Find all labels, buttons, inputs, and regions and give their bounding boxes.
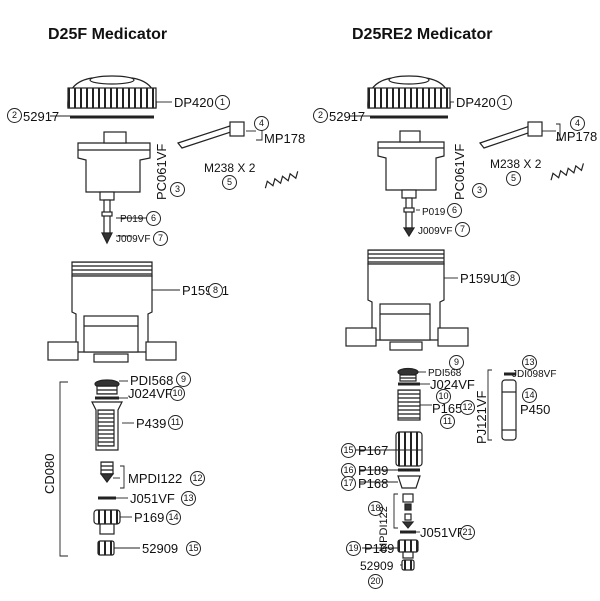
callout-1-right: 1	[497, 95, 512, 110]
callout-21: 21	[460, 525, 475, 540]
label-mp178-right: MP178	[556, 129, 598, 144]
callout-9-right: 9	[449, 355, 464, 370]
label-jdi098vf: JDI098VF	[512, 369, 557, 380]
label-dp420-right: DP420	[456, 95, 496, 110]
callout-13-right: 13	[522, 355, 537, 370]
label-p439: P439	[136, 416, 167, 431]
label-pc061vf: PC061VF	[154, 143, 169, 200]
right-title: D25RE2 Medicator	[352, 26, 493, 43]
callout-12-right: 12	[460, 400, 475, 415]
callout-8: 8	[208, 283, 223, 298]
label-p019: P019	[120, 214, 144, 225]
left-assembly	[47, 75, 299, 557]
callout-5-right: 5	[506, 171, 521, 186]
label-m238-right: M238 X 2	[490, 157, 542, 171]
label-pdi568-right: PDI568	[428, 368, 462, 379]
callout-15-right: 15	[341, 443, 356, 458]
callout-20: 20	[368, 574, 383, 589]
label-j009vf: J009VF	[116, 234, 151, 245]
label-dp420: DP420	[174, 95, 214, 110]
callout-14-right: 14	[522, 388, 537, 403]
callout-3: 3	[170, 182, 185, 197]
label-p169-right: P169	[364, 541, 395, 556]
label-j051vf-right: J051VF	[420, 525, 465, 540]
label-52917: 52917	[23, 109, 60, 124]
callout-6-right: 6	[447, 203, 462, 218]
label-52909-right: 52909	[360, 559, 394, 573]
label-p019-right: P019	[422, 207, 446, 218]
callout-18: 18	[368, 501, 383, 516]
label-m238: M238 X 2	[204, 161, 256, 175]
label-p189: P189	[358, 463, 389, 478]
callout-4-right: 4	[570, 116, 585, 131]
callout-14: 14	[166, 510, 181, 525]
callout-12: 12	[190, 471, 205, 486]
label-p169: P169	[134, 510, 165, 525]
label-p159u1-right: P159U1	[460, 271, 507, 286]
callout-2-right: 2	[313, 108, 328, 123]
callout-11-right: 11	[440, 414, 455, 429]
label-pc061vf-right: PC061VF	[452, 143, 467, 200]
callout-10-right: 10	[436, 389, 451, 404]
callout-5: 5	[222, 175, 237, 190]
callout-2: 2	[7, 108, 22, 123]
left-title: D25F Medicator	[48, 26, 168, 43]
callout-1: 1	[215, 95, 230, 110]
label-p450: P450	[520, 402, 551, 417]
label-j009vf-right: J009VF	[418, 226, 453, 237]
right-assembly	[345, 75, 585, 571]
callout-8-right: 8	[505, 271, 520, 286]
label-cd080: CD080	[42, 453, 57, 494]
label-mp178: MP178	[264, 131, 306, 146]
callout-4: 4	[254, 116, 269, 131]
callout-15: 15	[186, 541, 201, 556]
label-pdi568: PDI568	[130, 373, 174, 388]
label-mpdi122: MPDI122	[128, 471, 183, 486]
callout-13: 13	[181, 491, 196, 506]
label-p168: P168	[358, 476, 389, 491]
callout-17: 17	[341, 476, 356, 491]
callout-11: 11	[168, 415, 183, 430]
label-52917-right: 52917	[329, 109, 366, 124]
label-pj121vf: PJ121VF	[474, 390, 489, 444]
label-j024vf-right: J024VF	[430, 377, 475, 392]
callout-7-right: 7	[455, 222, 470, 237]
callout-6: 6	[146, 211, 161, 226]
callout-3-right: 3	[472, 183, 487, 198]
label-p167: P167	[358, 443, 389, 458]
callout-7: 7	[153, 231, 168, 246]
callout-9: 9	[176, 372, 191, 387]
label-52909: 52909	[142, 541, 179, 556]
callout-19: 19	[346, 541, 361, 556]
callout-10: 10	[170, 386, 185, 401]
label-j024vf: J024VF	[128, 386, 173, 401]
label-j051vf: J051VF	[130, 491, 175, 506]
label-p165: P165	[432, 401, 463, 416]
